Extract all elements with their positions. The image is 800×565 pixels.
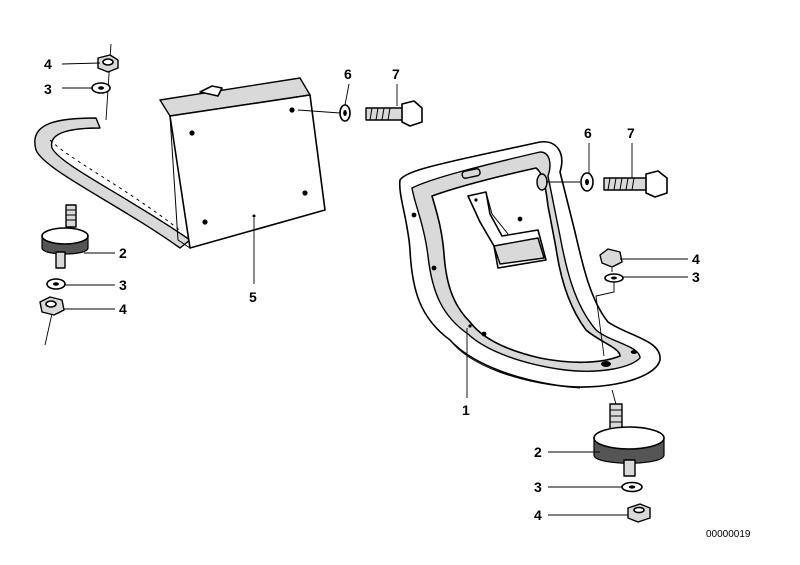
callout-right-washer-bottom: 3 xyxy=(534,479,542,495)
left-bracket-assembly: 4 3 2 3 4 5 6 7 xyxy=(34,43,423,346)
callout-left-washer-bottom: 3 xyxy=(119,277,127,293)
callout-left-washer-top: 3 xyxy=(44,81,52,97)
right-bolt xyxy=(603,170,668,198)
left-top-nut xyxy=(97,54,119,73)
callout-left-bolt: 7 xyxy=(392,66,400,82)
right-bolt-washer xyxy=(580,172,594,192)
left-bolt xyxy=(365,100,423,127)
callout-right-bracket: 1 xyxy=(462,402,470,418)
callout-left-bracket: 5 xyxy=(249,289,257,305)
callout-left-nut-top: 4 xyxy=(44,56,52,72)
right-bottom-nut xyxy=(627,503,651,523)
left-top-washer xyxy=(91,82,111,94)
left-bottom-washer xyxy=(46,278,66,290)
right-bracket-1 xyxy=(398,141,661,389)
left-bolt-washer xyxy=(339,104,351,122)
leader-left-bolt-washer xyxy=(344,83,350,106)
callout-right-bolt-washer: 6 xyxy=(584,125,592,141)
right-mount-axis xyxy=(611,389,617,405)
right-top-washer xyxy=(604,273,624,283)
callout-left-nut-bottom: 4 xyxy=(119,301,127,317)
left-bolt-axis xyxy=(297,109,341,114)
right-rubber-mount xyxy=(593,403,665,477)
leader-left-nut-top xyxy=(61,62,101,65)
callout-left-bolt-washer: 6 xyxy=(344,66,352,82)
callout-right-nut-top: 4 xyxy=(692,251,700,267)
left-rubber-mount xyxy=(41,204,89,269)
right-top-nut xyxy=(599,248,623,268)
document-number: 00000019 xyxy=(706,529,751,540)
callout-right-washer-top: 3 xyxy=(692,269,700,285)
right-top-axis-b xyxy=(595,282,615,357)
left-bottom-nut xyxy=(39,296,65,316)
callout-right-bolt: 7 xyxy=(627,125,635,141)
callout-right-mount: 2 xyxy=(534,444,542,460)
right-bracket-assembly: 6 7 4 3 1 2 3 4 xyxy=(398,125,700,523)
callout-right-nut-bottom: 4 xyxy=(534,507,542,523)
callout-left-mount: 2 xyxy=(119,245,127,261)
left-bracket-5 xyxy=(34,77,326,249)
right-bottom-washer xyxy=(621,481,643,493)
